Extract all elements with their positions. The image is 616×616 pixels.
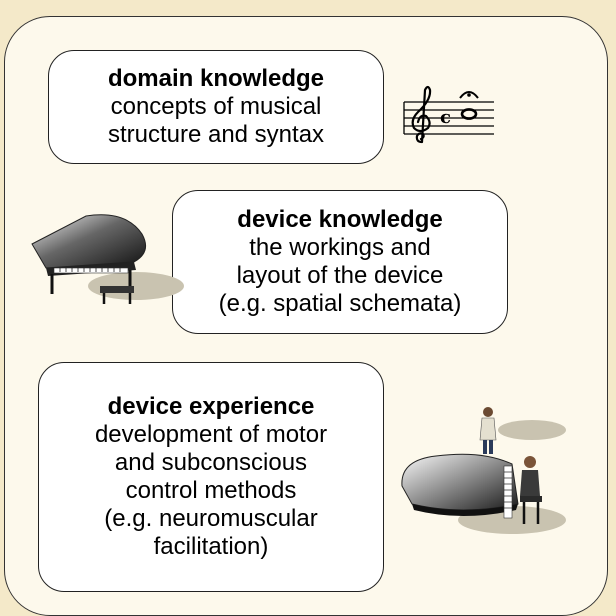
device-experience-title: device experience bbox=[107, 393, 315, 420]
domain-knowledge-box: domain knowledge concepts of musical str… bbox=[48, 50, 384, 164]
domain-knowledge-line-2: structure and syntax bbox=[107, 121, 325, 148]
piano-performers-icon bbox=[401, 407, 566, 534]
device-experience-line-2: and subconscious bbox=[114, 449, 308, 476]
device-experience-line-3: control methods bbox=[125, 477, 297, 504]
domain-knowledge-line-1: concepts of musical bbox=[110, 93, 322, 120]
device-experience-box: device experience development of motor a… bbox=[38, 362, 384, 592]
domain-knowledge-title: domain knowledge bbox=[107, 65, 325, 92]
grand-piano-icon bbox=[31, 214, 184, 304]
device-knowledge-box: device knowledge the workings and layout… bbox=[172, 190, 508, 334]
device-knowledge-line-3: (e.g. spatial schemata) bbox=[218, 290, 462, 317]
time-signature-glyph: c bbox=[440, 107, 451, 128]
device-knowledge-line-2: layout of the device bbox=[236, 262, 444, 289]
device-experience-line-4: (e.g. neuromuscular bbox=[104, 505, 318, 532]
device-knowledge-title: device knowledge bbox=[237, 206, 443, 233]
music-staff-icon: c bbox=[403, 85, 494, 144]
device-knowledge-line-1: the workings and bbox=[249, 234, 431, 261]
device-experience-line-1: development of motor bbox=[94, 421, 328, 448]
device-experience-line-5: facilitation) bbox=[153, 533, 269, 560]
